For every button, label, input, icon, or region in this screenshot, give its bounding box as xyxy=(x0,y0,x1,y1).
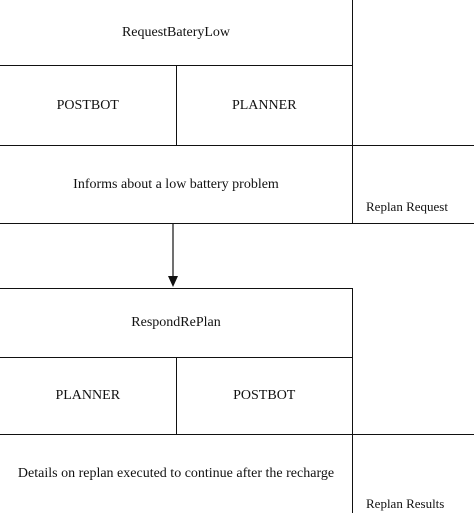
response-divider-line xyxy=(0,434,474,435)
request-description: Informs about a low battery problem xyxy=(73,176,279,192)
request-bottom-line xyxy=(0,223,474,224)
request-participants-row: POSTBOT PLANNER xyxy=(0,66,352,146)
replan-request-label: Replan Request xyxy=(366,199,448,214)
request-message-box: RequestBateryLow POSTBOT PLANNER Informs… xyxy=(0,0,353,224)
response-title: RespondRePlan xyxy=(0,289,352,358)
response-description: Details on replan executed to continue a… xyxy=(17,466,335,482)
response-message-box: RespondRePlan PLANNER POSTBOT Details on… xyxy=(0,288,353,513)
response-receiver: POSTBOT xyxy=(233,388,296,403)
request-receiver: PLANNER xyxy=(231,97,297,113)
replan-results-label: Replan Results xyxy=(366,496,445,511)
request-title: RequestBateryLow xyxy=(0,0,352,66)
request-divider-line xyxy=(0,145,474,146)
response-sender: PLANNER xyxy=(0,358,177,434)
response-participants-row: PLANNER POSTBOT xyxy=(0,358,352,435)
sequence-arrow-head xyxy=(168,276,178,287)
sequence-arrow xyxy=(168,224,178,287)
request-sender: POSTBOT xyxy=(0,66,177,145)
